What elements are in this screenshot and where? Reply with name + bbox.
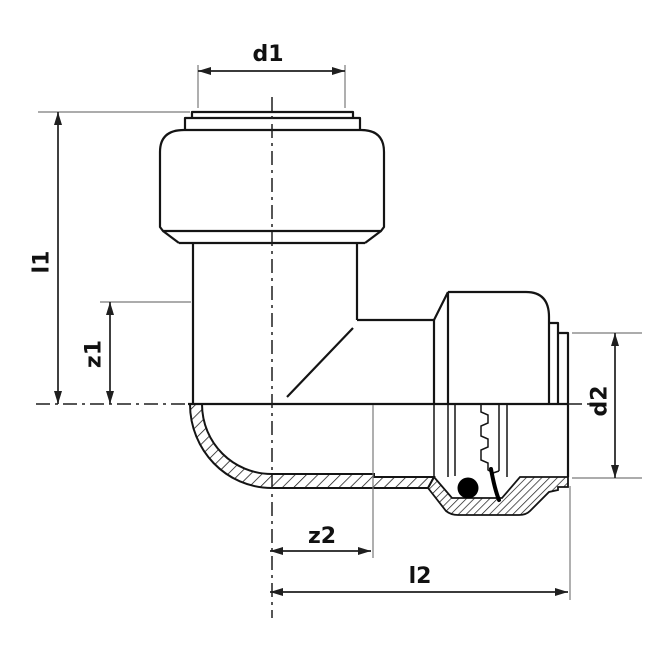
top-port-barrel [158,128,386,233]
right-port-collar [549,321,560,404]
arrow-z2-left [270,547,283,555]
grip-ring-claw [489,467,501,502]
arrow-d1-right [332,67,345,75]
arrow-d1-left [198,67,211,75]
o-ring [457,477,479,499]
top-port-chamfer-right [364,230,382,244]
arrow-d2-down [611,465,619,478]
dim-label-d1: d1 [252,42,283,67]
arrow-l2-right [555,588,568,596]
right-port-chamfer [433,291,449,321]
arrow-l1-up [54,112,62,125]
bore-intersection-edge [286,327,354,398]
arrow-z1-up [106,302,114,315]
dim-label-d2: d2 [588,385,613,416]
dim-label-z1: z1 [82,340,107,368]
arrow-d2-up [611,333,619,346]
arrow-z2-right [358,547,371,555]
top-port-chamfer-left [162,230,180,244]
grip-ring-teeth [480,404,500,474]
arrow-z1-down [106,391,114,404]
right-port-rim [558,331,570,477]
dim-label-l2: l2 [409,564,432,589]
dim-label-l1: l1 [30,251,55,274]
top-port-rim [190,110,355,118]
arrow-l1-down [54,391,62,404]
section-hatch-elbow-wall [188,403,436,489]
right-port-barrel [448,290,551,404]
section-hatch-cartridge-pocket [426,475,569,516]
arrow-l2-left [270,588,283,596]
dim-label-z2: z2 [308,524,336,549]
